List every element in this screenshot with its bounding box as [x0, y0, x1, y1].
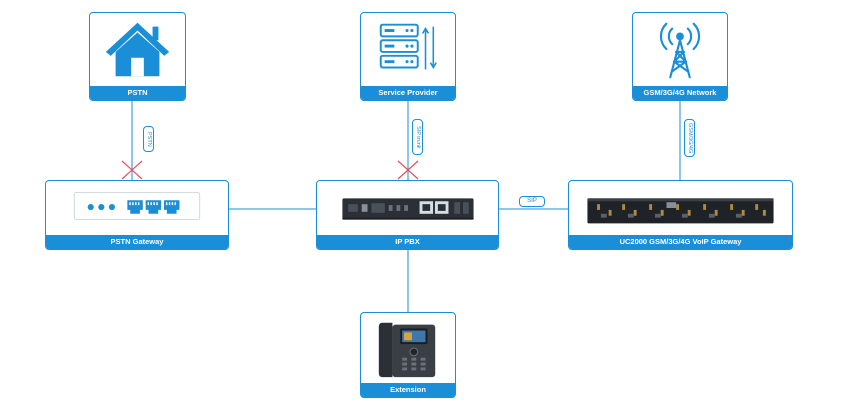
pstn-node[interactable]: PSTN	[89, 12, 186, 101]
pstn-gateway-node[interactable]: PSTN Gateway	[45, 180, 229, 250]
extension-label: Extension	[361, 383, 455, 397]
gsm-network-label: GSM/3G/4G Network	[633, 86, 727, 100]
sip-trunk-blocked-cross	[397, 160, 419, 180]
ip-pbx-label: IP PBX	[317, 235, 498, 249]
ip-phone-icon	[361, 313, 455, 383]
service-provider-label: Service Provider	[361, 86, 455, 100]
link-label-gsm: GSM/3G/4G	[684, 119, 695, 157]
extension-node[interactable]: Extension	[360, 312, 456, 398]
uc2000-gateway-node[interactable]: UC2000 GSM/3G/4G VoIP Gateway	[568, 180, 793, 250]
uc2000-gateway-label: UC2000 GSM/3G/4G VoIP Gateway	[569, 235, 792, 249]
voip-gateway-device	[569, 181, 792, 235]
pstn-gateway-device	[46, 181, 228, 235]
link-label-pstn: PSTN	[143, 126, 154, 152]
ip-pbx-node[interactable]: IP PBX	[316, 180, 499, 250]
pstn-label: PSTN	[90, 86, 185, 100]
pstn-gateway-label: PSTN Gateway	[46, 235, 228, 249]
pstn-blocked-cross	[121, 160, 143, 180]
gsm-network-node[interactable]: GSM/3G/4G Network	[632, 12, 728, 101]
link-label-sip: SIP	[519, 196, 545, 207]
link-label-sip-trunk: SIP trunk	[412, 119, 423, 155]
server-icon	[361, 13, 455, 86]
cell-tower-icon	[633, 13, 727, 86]
house-icon	[90, 13, 185, 86]
ip-pbx-device	[317, 181, 498, 235]
service-provider-node[interactable]: Service Provider	[360, 12, 456, 101]
